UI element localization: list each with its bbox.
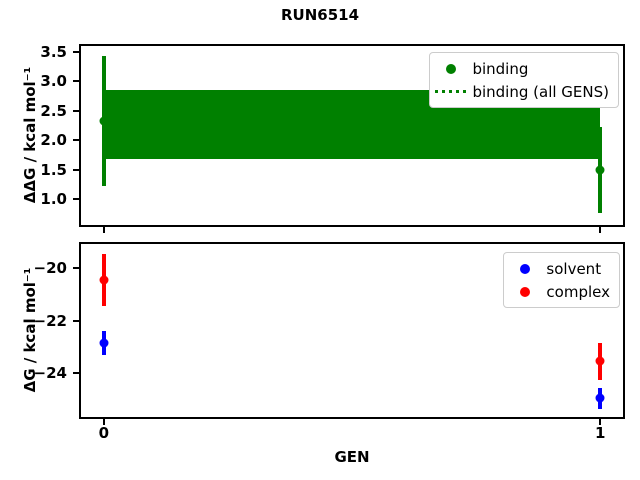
y-tick-mark (73, 372, 79, 375)
legend-dot-icon (520, 286, 531, 297)
y-tick-label: 2.5 (40, 101, 67, 120)
y-tick-mark (73, 168, 79, 171)
legend-dot-icon (520, 263, 531, 274)
y-tick-label: −20 (33, 259, 67, 278)
x-tick-mark (599, 419, 602, 425)
x-tick-label: 0 (98, 424, 110, 442)
y-tick-mark (73, 109, 79, 112)
y-tick-label: 3.5 (40, 42, 67, 61)
legend-item: complex (504, 280, 610, 303)
legend-item: binding (430, 57, 609, 80)
x-tick-mark (102, 419, 105, 425)
binding-legend: binding binding (all GENS) (429, 52, 619, 108)
figure-title: RUN6514 (280, 6, 360, 24)
y-tick-mark (73, 50, 79, 53)
y-tick-label: −22 (33, 311, 67, 330)
complex-data-point (99, 275, 109, 285)
legend-dotted-line-icon (435, 90, 468, 93)
legend-dot-icon (446, 63, 457, 74)
complex-data-point (595, 356, 605, 366)
legend-label: binding (472, 59, 529, 78)
x-tick-mark (599, 227, 602, 233)
y-tick-mark (73, 80, 79, 83)
y-tick-label: −24 (33, 364, 67, 383)
y-tick-mark (73, 267, 79, 270)
y-tick-label: 2.0 (40, 131, 67, 150)
y-tick-mark (73, 198, 79, 201)
x-axis-label: GEN (334, 448, 370, 466)
x-tick-mark (102, 227, 105, 233)
y-tick-label: 3.0 (40, 72, 67, 91)
solvent-data-point (99, 338, 109, 348)
absolute-free-energy-plot: solvent complex −20 −22 −24 0 1 (34, 242, 625, 442)
binding-data-point (99, 116, 109, 126)
legend-item: binding (all GENS) (430, 80, 609, 103)
binding-free-energy-plot: binding binding (all GENS) 3.5 3.0 2.5 2.0 1.… (40, 43, 625, 233)
legend-item: solvent (504, 257, 610, 280)
solvent-data-point (595, 393, 605, 403)
y-tick-mark (73, 139, 79, 142)
legend-label: binding (all GENS) (472, 82, 609, 101)
solvent-complex-legend: solvent complex (503, 252, 620, 308)
legend-label: solvent (546, 259, 602, 278)
y-tick-label: 1.5 (40, 160, 67, 179)
x-tick-label: 1 (594, 424, 606, 442)
legend-label: complex (546, 282, 610, 301)
binding-data-point (595, 165, 605, 175)
y-tick-label: 1.0 (40, 190, 67, 209)
y-tick-mark (73, 319, 79, 322)
